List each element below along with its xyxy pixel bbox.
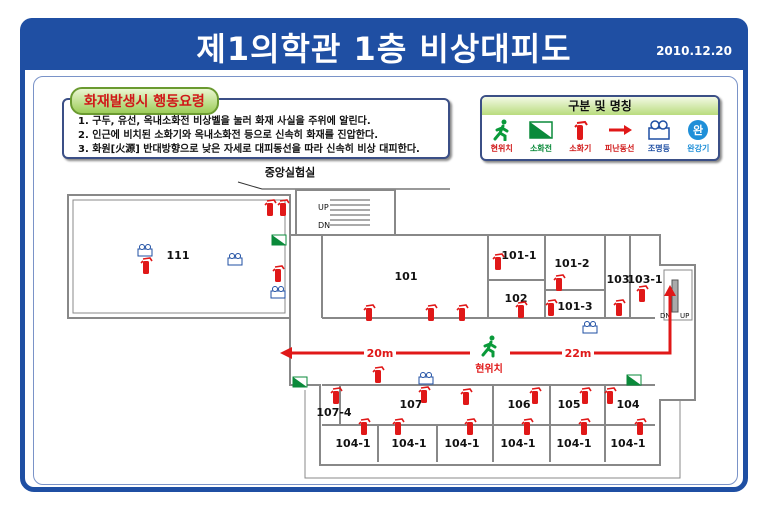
room-104-1-d: 104-1 <box>500 437 535 450</box>
legend-descender: 완 완강기 <box>680 119 716 154</box>
header-band: 제1의학관 1층 비상대피도 2010.12.20 <box>20 18 748 70</box>
fire-hydrant-icon <box>626 374 642 386</box>
fire-hydrant-icon <box>529 121 553 139</box>
fire-extinguisher-icon <box>604 387 617 405</box>
current-location-icon <box>481 335 497 358</box>
emergency-light-icon <box>270 286 286 299</box>
fire-extinguisher-icon <box>464 418 477 436</box>
fire-rules-title: 화재발생시 행동요령 <box>70 87 219 115</box>
room-104-1-c: 104-1 <box>444 437 479 450</box>
fire-extinguisher-icon <box>358 418 371 436</box>
room-104-1-e: 104-1 <box>556 437 591 450</box>
emergency-light-icon <box>418 372 434 385</box>
room-101: 101 <box>395 270 418 283</box>
room-107: 107 <box>400 398 423 411</box>
stairs-dn-label: DN <box>318 221 330 230</box>
room-103-1: 103-1 <box>627 273 662 286</box>
route-left-arrowhead <box>280 347 292 359</box>
fire-hydrant-icon <box>271 234 287 246</box>
fire-extinguisher-icon <box>574 120 589 140</box>
fire-hydrant-icon <box>292 376 308 388</box>
room-111: 111 <box>167 249 190 262</box>
distance-right: 22m <box>565 347 592 360</box>
fire-extinguisher-icon <box>578 418 591 436</box>
content-border <box>33 76 738 485</box>
emergency-light-icon <box>582 321 598 334</box>
rule-1: 1. 구두, 유선, 옥내소화전 비상벨을 눌러 화재 사실을 주위에 알린다. <box>78 116 371 127</box>
current-location-label: 현위치 <box>475 362 503 375</box>
central-stairs <box>330 199 370 226</box>
fire-extinguisher-icon <box>636 285 649 303</box>
page-title: 제1의학관 1층 비상대피도 <box>196 30 572 68</box>
walls <box>67 189 696 479</box>
svg-text:완: 완 <box>693 124 703 137</box>
legend-hydrant: 소화전 <box>523 119 559 154</box>
room-104-1-a: 104-1 <box>335 437 370 450</box>
legend-current-location: 현위치 <box>484 119 520 154</box>
fire-extinguisher-icon <box>264 199 277 217</box>
central-lab-label: 중앙실험실 <box>265 165 316 179</box>
evacuation-arrow-icon <box>608 125 632 135</box>
emergency-light-icon <box>137 244 153 257</box>
fire-extinguisher-icon <box>140 257 153 275</box>
fire-extinguisher-icon <box>553 274 566 292</box>
fire-extinguisher-icon <box>460 388 473 406</box>
fire-extinguisher-icon <box>613 299 626 317</box>
fire-extinguisher-icon <box>392 418 405 436</box>
fire-extinguisher-icon <box>529 387 542 405</box>
right-stairs-up-label: UP <box>680 312 689 320</box>
room-104-1-b: 104-1 <box>391 437 426 450</box>
emergency-light-icon <box>227 253 243 266</box>
legend-title: 구분 및 명칭 <box>482 97 718 115</box>
running-man-icon <box>493 119 509 141</box>
legend-box: 구분 및 명칭 현위치 소화전 소화기 피난동선 조명등 완 완강기 <box>480 95 720 161</box>
room-106: 106 <box>508 398 531 411</box>
legend-evacuation-route: 피난동선 <box>602 119 638 154</box>
legend-extinguisher: 소화기 <box>562 119 598 154</box>
fire-extinguisher-icon <box>272 265 285 283</box>
rule-3: 3. 화원[火源] 반대방향으로 낮은 자세로 대피동선을 따라 신속히 비상 … <box>78 144 420 155</box>
emergency-light-icon <box>648 120 670 140</box>
distance-left: 20m <box>367 347 394 360</box>
roof-line <box>237 181 450 190</box>
fire-extinguisher-icon <box>372 366 385 384</box>
main-building-wall <box>289 234 696 466</box>
date-label: 2010.12.20 <box>656 44 732 58</box>
fire-extinguisher-icon <box>545 299 558 317</box>
room-103: 103 <box>607 273 630 286</box>
fire-extinguisher-icon <box>521 418 534 436</box>
room-101-1: 101-1 <box>501 249 536 262</box>
fire-extinguisher-icon <box>277 199 290 217</box>
route-right-arrowhead <box>664 285 676 296</box>
rule-2: 2. 인근에 비치된 소화기와 옥내소화전 등으로 신속히 화재를 진압한다. <box>78 130 379 141</box>
evacuation-routes <box>288 292 672 355</box>
room-101-3: 101-3 <box>557 300 592 313</box>
legend-light: 조명등 <box>641 119 677 154</box>
right-stairs-dn-label: DN <box>660 312 671 320</box>
fire-extinguisher-icon <box>634 418 647 436</box>
fire-extinguisher-icon <box>579 387 592 405</box>
room-101-2: 101-2 <box>554 257 589 270</box>
room-107-4: 107-4 <box>316 406 352 419</box>
room-104-1-f: 104-1 <box>610 437 645 450</box>
descender-icon: 완 <box>688 120 709 140</box>
room-111-wall <box>67 194 291 319</box>
stairs-up-label: UP <box>318 203 329 212</box>
room-102: 102 <box>505 292 528 305</box>
room-104: 104 <box>617 398 640 411</box>
room-105: 105 <box>558 398 581 411</box>
